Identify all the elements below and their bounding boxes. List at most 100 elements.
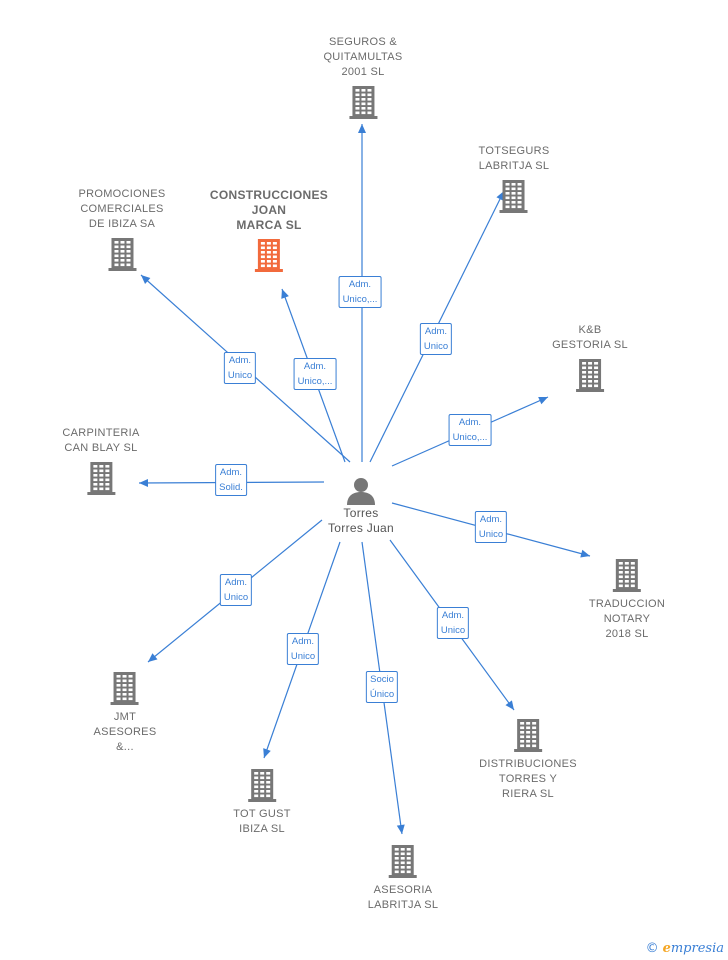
edge-label-line: Único bbox=[369, 689, 395, 700]
edge-label-line: Adm. bbox=[303, 361, 327, 372]
company-name-line: TOT GUST bbox=[233, 808, 291, 820]
person-icon bbox=[347, 478, 375, 505]
company-node-jmt[interactable]: JMT ASESORES &... bbox=[94, 670, 157, 755]
edge-label-line: Unico bbox=[478, 529, 504, 540]
company-node-seguros[interactable]: SEGUROS & QUITAMULTAS 2001 SL bbox=[323, 35, 402, 120]
arrowhead-carpinteria bbox=[139, 478, 149, 487]
brand-watermark[interactable]: ©empresia bbox=[646, 941, 724, 956]
company-name-line: QUITAMULTAS bbox=[323, 51, 403, 63]
edge-label-seguros[interactable]: Adm. Unico,... bbox=[338, 276, 382, 308]
company-node-carpinteria[interactable]: CARPINTERIA CAN BLAY SL bbox=[62, 426, 139, 496]
company-name-line: TORRES Y bbox=[498, 773, 558, 785]
company-name: TOT GUST IBIZA SL bbox=[233, 807, 291, 837]
company-name-line: CAN BLAY SL bbox=[64, 442, 138, 454]
arrowhead-asesoria bbox=[396, 824, 405, 834]
company-node-totgust[interactable]: TOT GUST IBIZA SL bbox=[233, 767, 291, 837]
edge-label-line: Adm. bbox=[441, 610, 465, 621]
company-name-line: MARCA SL bbox=[236, 218, 302, 232]
arrowhead-kb bbox=[538, 396, 548, 405]
building-icon bbox=[514, 719, 542, 752]
edge-label-line: Unico,... bbox=[452, 432, 488, 443]
center-name-line: Torres Juan bbox=[328, 521, 394, 535]
building-icon bbox=[389, 845, 417, 878]
company-name-line: IBIZA SL bbox=[239, 823, 285, 835]
company-name: ASESORIA LABRITJA SL bbox=[368, 883, 439, 913]
edge-label-promociones[interactable]: Adm. Unico bbox=[223, 352, 257, 384]
edge-label-line: Unico bbox=[223, 592, 249, 603]
company-name-line: DE IBIZA SA bbox=[88, 218, 156, 230]
building-icon bbox=[247, 769, 276, 802]
building-icon bbox=[349, 86, 377, 119]
edge-label-line: Adm. bbox=[424, 326, 448, 337]
arrowhead-distribuciones bbox=[505, 700, 514, 710]
company-name-line: 2001 SL bbox=[341, 66, 385, 78]
edge-label-line: Adm. bbox=[348, 279, 372, 290]
edge-label-traduccion[interactable]: Adm. Unico bbox=[474, 511, 508, 543]
edge-label-line: Adm. bbox=[224, 577, 248, 588]
edge-label-construcciones[interactable]: Adm. Unico,... bbox=[293, 358, 337, 390]
edge-label-jmt[interactable]: Adm. Unico bbox=[219, 574, 253, 606]
edge-label-line: Adm. bbox=[228, 355, 252, 366]
edge-label-line: Unico bbox=[440, 625, 466, 636]
brand-logo-letter: e bbox=[662, 941, 671, 956]
center-name-line: Torres bbox=[343, 506, 379, 520]
company-name-line: JMT bbox=[113, 711, 137, 723]
building-icon bbox=[255, 239, 283, 272]
edge-label-distribuciones[interactable]: Adm. Unico bbox=[436, 607, 470, 639]
company-name-line: &... bbox=[116, 741, 134, 753]
company-name: SEGUROS & QUITAMULTAS 2001 SL bbox=[323, 35, 402, 80]
edge-label-line: Unico,... bbox=[297, 376, 333, 387]
edge-label-line: Solid. bbox=[219, 482, 243, 493]
edge-label-line: Unico,... bbox=[342, 294, 378, 305]
edge-label-line: Adm. bbox=[479, 514, 503, 525]
company-name-line: ASESORIA bbox=[373, 884, 433, 896]
edge-label-line: Adm. bbox=[219, 467, 243, 478]
company-name-line: GESTORIA SL bbox=[552, 339, 628, 351]
edge-label-kb[interactable]: Adm. Unico,... bbox=[448, 414, 492, 446]
company-name-line: LABRITJA SL bbox=[367, 899, 439, 911]
company-node-kb[interactable]: K&B GESTORIA SL bbox=[552, 323, 628, 393]
company-name-line: DISTRIBUCIONES bbox=[479, 758, 577, 770]
building-icon bbox=[575, 359, 604, 392]
edge-label-totgust[interactable]: Adm. Unico bbox=[286, 633, 320, 665]
arrowhead-traduccion bbox=[580, 549, 590, 558]
edge-label-totsegurs[interactable]: Adm.Unico bbox=[419, 323, 453, 355]
arrowhead-seguros bbox=[358, 124, 366, 133]
edge-label-line: Unico bbox=[290, 651, 316, 662]
company-name: K&B GESTORIA SL bbox=[552, 323, 628, 353]
building-icon bbox=[108, 238, 136, 271]
edge-label-line: Adm. bbox=[458, 417, 482, 428]
company-name-line: 2018 SL bbox=[605, 628, 649, 640]
edge-label-line: Socio bbox=[370, 674, 394, 685]
building-icon bbox=[86, 462, 115, 495]
edge-label-line: Unico bbox=[227, 370, 253, 381]
center-person-name: Torres Torres Juan bbox=[328, 506, 394, 536]
edge-label-line: Adm. bbox=[291, 636, 315, 647]
company-name-line: CARPINTERIA bbox=[62, 427, 140, 439]
building-icon bbox=[613, 559, 641, 592]
center-person[interactable]: Torres Torres Juan bbox=[328, 476, 394, 536]
company-name: CARPINTERIA CAN BLAY SL bbox=[62, 426, 139, 456]
company-name-line: TOTSEGURS bbox=[478, 145, 550, 157]
copyright-icon: © bbox=[645, 941, 659, 956]
company-name-line: PROMOCIONES bbox=[78, 188, 166, 200]
arrowhead-promociones bbox=[141, 275, 151, 284]
edge-label-carpinteria[interactable]: Adm. Solid. bbox=[215, 464, 247, 496]
arrowhead-totsegurs bbox=[496, 191, 504, 201]
company-name-line: K&B bbox=[578, 324, 602, 336]
building-icon bbox=[499, 180, 528, 213]
company-node-asesoria[interactable]: ASESORIA LABRITJA SL bbox=[368, 843, 439, 913]
company-name-line: SEGUROS & bbox=[328, 36, 398, 48]
company-name-line: ASESORES bbox=[93, 726, 157, 738]
arrowhead-totgust bbox=[263, 748, 271, 758]
